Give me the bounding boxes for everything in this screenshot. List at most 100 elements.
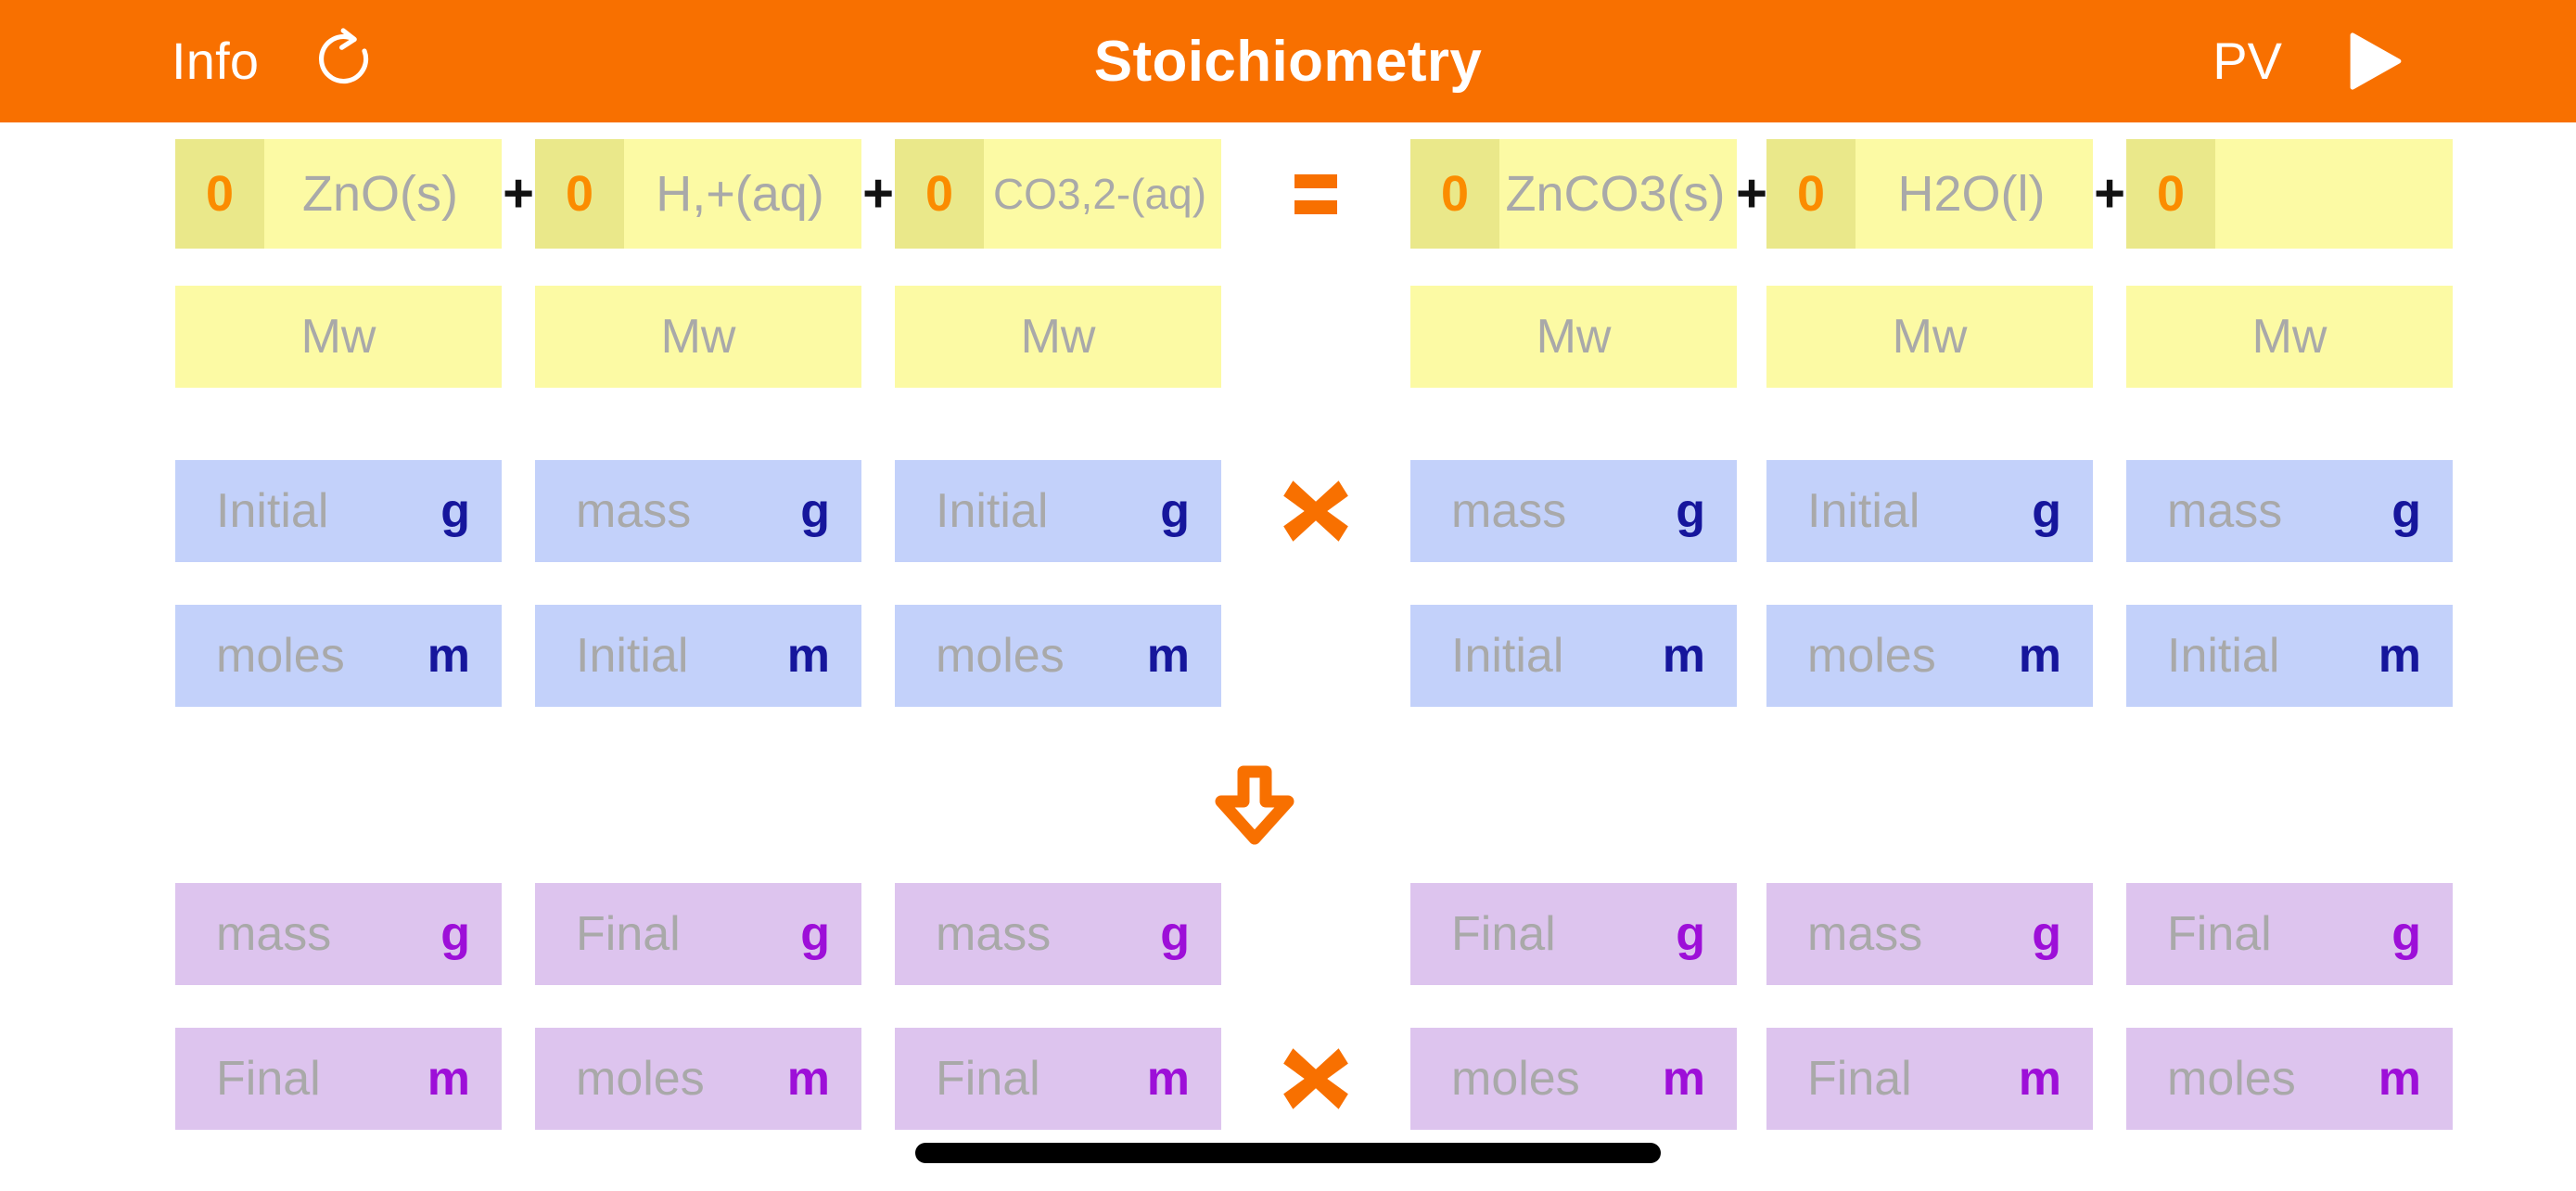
placeholder-label: Initial <box>216 484 329 538</box>
value-field-g-r0[interactable]: Initial g <box>175 460 502 562</box>
reactant-cell-1[interactable]: 0 H,+(aq) <box>535 139 861 249</box>
coefficient-value: 0 <box>565 166 594 222</box>
stoichiometry-grid: 0 ZnO(s) + 0 H,+(aq) + 0 CO3,2-(aq) <box>0 122 2576 1130</box>
unit-label: g <box>1676 907 1705 961</box>
value-field-m-p1[interactable]: moles m <box>1766 605 2093 707</box>
unit-label: m <box>427 1052 470 1106</box>
coefficient-field-r1[interactable]: 0 <box>535 139 624 249</box>
unit-label: m <box>1662 1052 1705 1106</box>
placeholder-label: Final <box>216 1052 321 1106</box>
formula-field-r1[interactable]: H,+(aq) <box>656 166 824 222</box>
plus-operator-1: + <box>862 163 894 224</box>
refresh-icon[interactable] <box>314 28 377 95</box>
placeholder-label: moles <box>576 1052 705 1106</box>
final-moles-products: moles m Final m moles m <box>1410 1028 2462 1130</box>
value-field-m-r2[interactable]: moles m <box>895 605 1221 707</box>
final-mass-reactants: mass g Final g mass g <box>175 883 1221 985</box>
coefficient-field-p1[interactable]: 0 <box>1766 139 1855 249</box>
value-field-g-p1[interactable]: Initial g <box>1766 460 2093 562</box>
value-field-m-r1[interactable]: Initial m <box>535 605 861 707</box>
value-field-fg-p2[interactable]: Final g <box>2126 883 2453 985</box>
value-field-fg-r2[interactable]: mass g <box>895 883 1221 985</box>
value-field-g-p2[interactable]: mass g <box>2126 460 2453 562</box>
moles-products: Initial m moles m Initial m <box>1410 605 2462 707</box>
moles-row: moles m Initial m moles m Initial m mole… <box>175 605 2453 707</box>
unit-label: g <box>1676 484 1705 538</box>
value-field-fm-p2[interactable]: moles m <box>2126 1028 2453 1130</box>
equation-row: 0 ZnO(s) + 0 H,+(aq) + 0 CO3,2-(aq) <box>175 139 2453 249</box>
product-cell-0[interactable]: 0 ZnCO3(s) <box>1410 139 1737 249</box>
value-field-fm-p1[interactable]: Final m <box>1766 1028 2093 1130</box>
play-icon[interactable] <box>2347 31 2404 92</box>
reactant-cell-0[interactable]: 0 ZnO(s) <box>175 139 502 249</box>
value-field-g-p0[interactable]: mass g <box>1410 460 1737 562</box>
formula-field-r2[interactable]: CO3,2-(aq) <box>992 170 1207 218</box>
nav-left-group: Info <box>172 28 377 95</box>
arrow-down-row <box>175 764 2401 846</box>
unit-label: g <box>1160 907 1190 961</box>
multiply-icon <box>1278 1041 1354 1117</box>
value-field-fg-p1[interactable]: mass g <box>1766 883 2093 985</box>
value-field-fm-r0[interactable]: Final m <box>175 1028 502 1130</box>
coefficient-value: 0 <box>2156 166 2186 222</box>
unit-label: m <box>2018 1052 2061 1106</box>
coefficient-value: 0 <box>205 166 235 222</box>
placeholder-label: moles <box>1451 1052 1580 1106</box>
equals-operator-container <box>1221 173 1410 214</box>
mw-field-r1[interactable]: Mw <box>535 286 861 388</box>
placeholder-label: moles <box>216 629 345 683</box>
final-moles-row: Final m moles m Final m moles <box>175 1028 2453 1130</box>
final-mass-products: Final g mass g Final g <box>1410 883 2462 985</box>
mw-field-p2[interactable]: Mw <box>2126 286 2453 388</box>
mw-field-p0[interactable]: Mw <box>1410 286 1737 388</box>
pv-button[interactable]: PV <box>2213 32 2282 90</box>
value-field-fg-p0[interactable]: Final g <box>1410 883 1737 985</box>
unit-label: m <box>786 629 830 683</box>
value-field-m-p0[interactable]: Initial m <box>1410 605 1737 707</box>
product-cell-1[interactable]: 0 H2O(l) <box>1766 139 2093 249</box>
arrow-down-container <box>1160 764 1349 846</box>
value-field-m-p2[interactable]: Initial m <box>2126 605 2453 707</box>
unit-label: g <box>800 484 830 538</box>
info-button[interactable]: Info <box>172 32 260 90</box>
placeholder-label: mass <box>936 907 1052 961</box>
mw-field-p1[interactable]: Mw <box>1766 286 2093 388</box>
value-field-fg-r1[interactable]: Final g <box>535 883 861 985</box>
placeholder-label: Initial <box>576 629 689 683</box>
placeholder-label: Final <box>2167 907 2272 961</box>
value-field-g-r2[interactable]: Initial g <box>895 460 1221 562</box>
unit-label: g <box>2391 484 2421 538</box>
placeholder-label: moles <box>1807 629 1936 683</box>
mw-field-r0[interactable]: Mw <box>175 286 502 388</box>
unit-label: g <box>1160 484 1190 538</box>
placeholder-label: mass <box>2167 484 2283 538</box>
reactant-cell-2[interactable]: 0 CO3,2-(aq) <box>895 139 1221 249</box>
product-cell-2[interactable]: 0 <box>2126 139 2453 249</box>
coefficient-field-r0[interactable]: 0 <box>175 139 264 249</box>
mass-grams-row: Initial g mass g Initial g mass <box>175 460 2453 562</box>
unit-label: m <box>2018 629 2061 683</box>
value-field-fm-r2[interactable]: Final m <box>895 1028 1221 1130</box>
value-field-fm-p0[interactable]: moles m <box>1410 1028 1737 1130</box>
formula-field-r0[interactable]: ZnO(s) <box>302 166 458 222</box>
value-field-g-r1[interactable]: mass g <box>535 460 861 562</box>
formula-field-p0[interactable]: ZnCO3(s) <box>1505 166 1726 222</box>
unit-label: m <box>1662 629 1705 683</box>
unit-label: m <box>1146 629 1190 683</box>
formula-field-p1[interactable]: H2O(l) <box>1897 166 2046 222</box>
home-indicator[interactable] <box>915 1143 1661 1163</box>
coefficient-field-r2[interactable]: 0 <box>895 139 984 249</box>
unit-label: m <box>427 629 470 683</box>
equals-icon <box>1294 173 1337 214</box>
mass-g-reactants: Initial g mass g Initial g <box>175 460 1221 562</box>
multiply-operator-top-container <box>1221 473 1410 549</box>
value-field-fm-r1[interactable]: moles m <box>535 1028 861 1130</box>
top-navigation-bar: Info Stoichiometry PV <box>0 0 2576 122</box>
coefficient-field-p2[interactable]: 0 <box>2126 139 2215 249</box>
value-field-fg-r0[interactable]: mass g <box>175 883 502 985</box>
mw-field-r2[interactable]: Mw <box>895 286 1221 388</box>
value-field-m-r0[interactable]: moles m <box>175 605 502 707</box>
multiply-icon <box>1278 473 1354 549</box>
coefficient-field-p0[interactable]: 0 <box>1410 139 1499 249</box>
unit-label: g <box>2032 907 2061 961</box>
